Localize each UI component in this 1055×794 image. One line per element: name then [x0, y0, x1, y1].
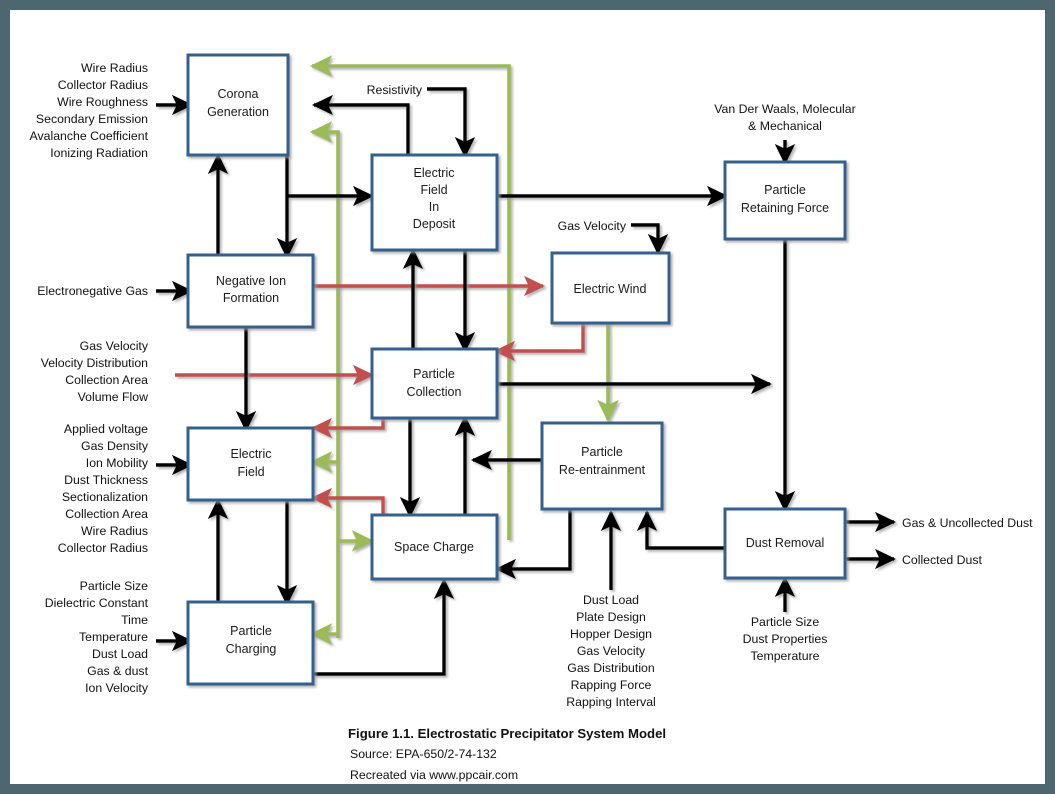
box-retaining-label-1: Retaining Force — [741, 201, 829, 215]
input-label: Electronegative Gas — [37, 284, 148, 298]
input-label: Secondary Emission — [36, 112, 148, 126]
box-negion-label-0: Negative Ion — [216, 274, 286, 288]
input-label: Dust Load — [583, 593, 639, 607]
input-label: Avalanche Coefficient — [30, 129, 149, 143]
input-label: Wire Radius — [81, 524, 148, 538]
box-dust-removal[interactable]: Dust Removal — [723, 507, 847, 580]
input-label: Time — [121, 613, 148, 627]
input-label: Wire Roughness — [57, 95, 148, 109]
inputs-particle-charging: Particle Size Dielectric Constant Time T… — [45, 579, 149, 695]
box-charging-label-1: Charging — [226, 642, 277, 656]
input-label: Hopper Design — [570, 627, 652, 641]
input-label: Volume Flow — [78, 390, 149, 404]
inputs-particle-collection: Gas Velocity Velocity Distribution Colle… — [41, 339, 149, 404]
box-particle-retaining-force[interactable]: Particle Retaining Force — [723, 160, 847, 241]
input-label: Dust Load — [92, 647, 148, 661]
inputs-particle-retaining-force: Van Der Waals, Molecular & Mechanical — [714, 102, 855, 133]
system-model-diagram: Corona Generation Electric Field In Depo… — [30, 53, 1033, 782]
box-electric-field-in-deposit[interactable]: Electric Field In Deposit — [370, 153, 499, 252]
input-label: Wire Radius — [81, 61, 148, 75]
input-label: Gas Velocity — [577, 644, 646, 658]
input-label: Applied voltage — [64, 422, 148, 436]
inputs-negative-ion-formation: Electronegative Gas — [37, 284, 148, 298]
box-corona[interactable]: Corona Generation — [186, 53, 290, 157]
box-electric-wind[interactable]: Electric Wind — [550, 251, 671, 325]
diagram-canvas: Corona Generation Electric Field In Depo… — [10, 10, 1045, 784]
input-label: Dielectric Constant — [45, 596, 149, 610]
output-label-collected-dust: Collected Dust — [902, 553, 983, 567]
input-label: Dust Properties — [743, 632, 828, 646]
box-spacecharge-label-0: Space Charge — [394, 540, 474, 554]
input-label: Gas Velocity — [80, 339, 149, 353]
caption-credit: Recreated via www.ppcair.com — [350, 768, 518, 782]
input-label: Temperature — [750, 649, 819, 663]
box-efield-label-1: Field — [237, 465, 264, 479]
input-label: Collection Area — [65, 507, 148, 521]
input-label: Collection Area — [65, 373, 148, 387]
input-label: & Mechanical — [748, 119, 822, 133]
box-electric-field[interactable]: Electric Field — [186, 426, 315, 502]
box-collection-label-1: Collection — [407, 385, 462, 399]
box-negative-ion-formation[interactable]: Negative Ion Formation — [186, 253, 315, 329]
box-negion-label-1: Formation — [223, 291, 279, 305]
box-reentrain-label-1: Re-entrainment — [559, 463, 646, 477]
input-label: Dust Thickness — [64, 473, 148, 487]
input-label: Collector Radius — [58, 541, 148, 555]
caption-title: Figure 1.1. Electrostatic Precipitator S… — [348, 726, 666, 741]
input-label: Rapping Force — [571, 678, 652, 692]
box-efield-dep-label-2: In — [429, 200, 439, 214]
box-efield-label-0: Electric — [231, 447, 272, 461]
input-label: Particle Size — [751, 615, 820, 629]
box-corona-label-0: Corona — [218, 87, 259, 101]
box-particle-re-entrainment[interactable]: Particle Re-entrainment — [540, 421, 664, 511]
box-collection-label-0: Particle — [413, 367, 455, 381]
output-label-uncollected-dust: Gas & Uncollected Dust — [902, 516, 1033, 530]
input-label: Particle Size — [80, 579, 149, 593]
box-ewind-label-0: Electric Wind — [574, 282, 647, 296]
input-label: Plate Design — [576, 610, 646, 624]
box-particle-charging[interactable]: Particle Charging — [186, 600, 315, 686]
box-efield-dep-label-1: Field — [420, 183, 447, 197]
box-corona-label-1: Generation — [207, 105, 269, 119]
box-space-charge[interactable]: Space Charge — [370, 513, 499, 581]
caption-source: Source: EPA-650/2-74-132 — [350, 747, 497, 761]
edge-label-gas-velocity: Gas Velocity — [558, 219, 627, 233]
box-charging-label-0: Particle — [230, 624, 272, 638]
input-label: Gas & dust — [87, 664, 148, 678]
box-retaining-label-0: Particle — [764, 183, 806, 197]
input-label: Gas Density — [81, 439, 149, 453]
input-label: Rapping Interval — [566, 695, 656, 709]
box-particle-collection[interactable]: Particle Collection — [370, 347, 499, 420]
inputs-dust-removal: Particle Size Dust Properties Temperatur… — [743, 615, 828, 663]
input-label: Temperature — [79, 630, 148, 644]
box-reentrain-label-0: Particle — [581, 445, 623, 459]
box-dustremoval-label-0: Dust Removal — [746, 536, 825, 550]
input-label: Ionizing Radiation — [50, 146, 148, 160]
input-label: Ion Mobility — [86, 456, 149, 470]
box-efield-dep-label-3: Deposit — [413, 217, 456, 231]
inputs-particle-re-entrainment: Dust Load Plate Design Hopper Design Gas… — [566, 593, 656, 709]
input-label: Sectionalization — [62, 490, 148, 504]
input-label: Velocity Distribution — [41, 356, 148, 370]
input-label: Collector Radius — [58, 78, 148, 92]
inputs-electric-field: Applied voltage Gas Density Ion Mobility… — [58, 422, 149, 555]
box-efield-dep-label-0: Electric — [414, 166, 455, 180]
input-label: Van Der Waals, Molecular — [714, 102, 855, 116]
edge-label-resistivity: Resistivity — [367, 83, 423, 97]
figure-caption: Figure 1.1. Electrostatic Precipitator S… — [348, 726, 666, 782]
input-label: Ion Velocity — [85, 681, 149, 695]
input-label: Gas Distribution — [567, 661, 655, 675]
inputs-corona: Wire Radius Collector Radius Wire Roughn… — [30, 61, 149, 160]
